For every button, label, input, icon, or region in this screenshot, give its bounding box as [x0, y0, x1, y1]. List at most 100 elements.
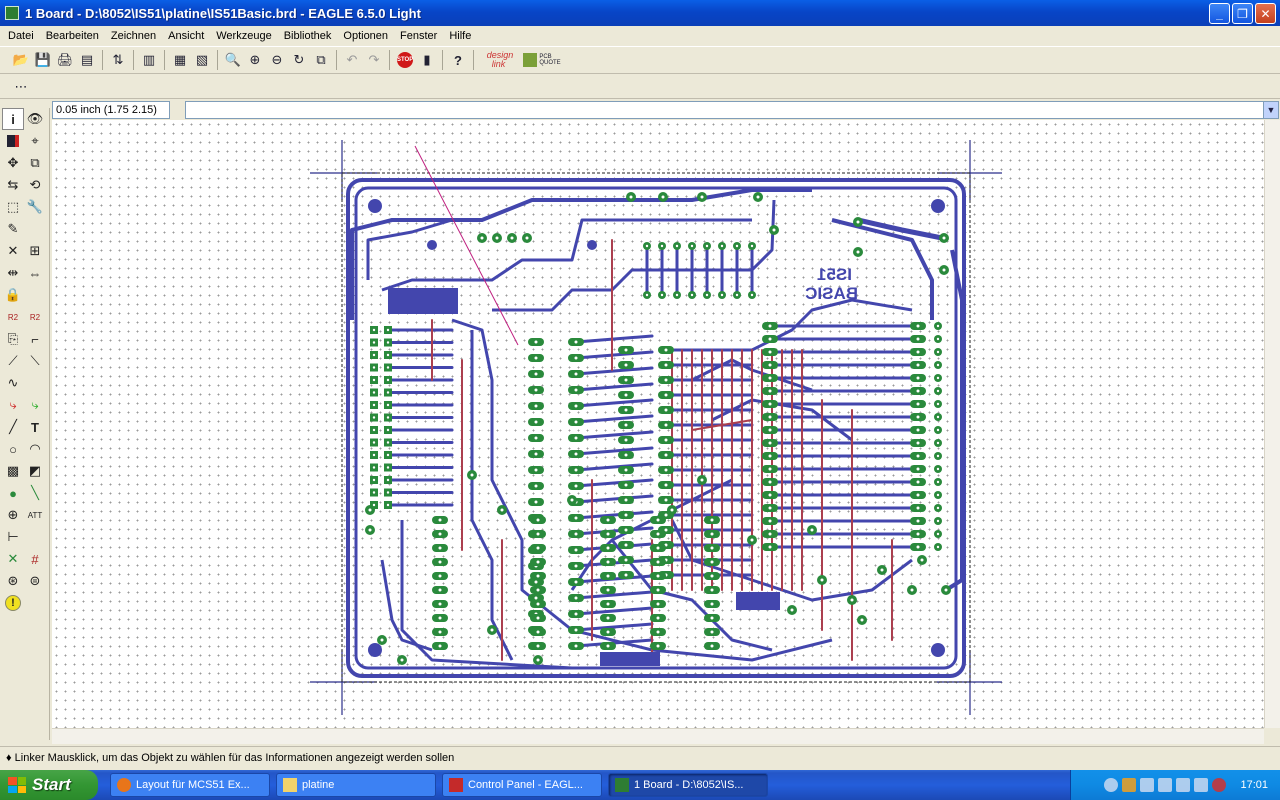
- vertical-scrollbar[interactable]: [1264, 120, 1280, 728]
- mark-icon[interactable]: ⌖: [31, 133, 39, 148]
- name-icon[interactable]: R2: [7, 312, 19, 322]
- menu-datei[interactable]: Datei: [8, 29, 34, 42]
- tray-network-icon[interactable]: [1176, 778, 1191, 792]
- polygon-icon[interactable]: ◩: [28, 463, 42, 478]
- replace-icon[interactable]: ⇹: [7, 265, 19, 280]
- show-icon[interactable]: 👁: [26, 111, 44, 126]
- delete-icon[interactable]: ✕: [7, 243, 19, 258]
- board-label-line1: IS51: [817, 265, 852, 284]
- board-label-line2: BASIC: [805, 284, 858, 303]
- close-button[interactable]: ✕: [1255, 3, 1276, 24]
- wire-icon[interactable]: ╱: [9, 419, 17, 434]
- ulp-icon[interactable]: ▧: [195, 52, 209, 67]
- start-label: Start: [32, 775, 71, 794]
- menu-bearbeiten[interactable]: Bearbeiten: [45, 29, 99, 42]
- change-icon[interactable]: 🔧: [26, 199, 44, 214]
- open-icon[interactable]: 📂: [12, 52, 30, 67]
- arc-icon[interactable]: ◠: [29, 441, 41, 456]
- taskbar-item-folder[interactable]: platine: [276, 773, 436, 797]
- undo-icon[interactable]: ↶: [346, 52, 358, 67]
- zoom-select-icon[interactable]: ⧉: [316, 52, 326, 67]
- board-canvas[interactable]: IS51 BASIC: [52, 120, 1264, 728]
- zoom-out-icon[interactable]: ⊖: [271, 52, 283, 67]
- copy-icon[interactable]: ⧉: [30, 155, 40, 170]
- split-icon[interactable]: ⟋: [8, 353, 18, 368]
- menu-optionen[interactable]: Optionen: [343, 29, 389, 42]
- paste-icon[interactable]: ✎: [7, 221, 19, 236]
- script-icon[interactable]: ▦: [173, 52, 187, 67]
- menu-ansicht[interactable]: Ansicht: [168, 29, 205, 42]
- cam-icon[interactable]: ▤: [80, 52, 94, 67]
- redraw-icon[interactable]: ↻: [293, 52, 305, 67]
- errors-icon[interactable]: ⊜: [29, 573, 41, 588]
- taskbar-item-board[interactable]: 1 Board - D:\8052\IS...: [608, 773, 768, 797]
- menu-bibliothek[interactable]: Bibliothek: [283, 29, 332, 42]
- signal-icon[interactable]: ╲: [31, 485, 39, 500]
- pinswap-icon[interactable]: ⇔: [28, 265, 42, 281]
- drc-icon[interactable]: ⊛: [7, 573, 19, 588]
- taskbar-item-control-panel[interactable]: Control Panel - EAGL...: [442, 773, 602, 797]
- menu-zeichnen[interactable]: Zeichnen: [110, 29, 157, 42]
- attribute-icon[interactable]: ATT: [27, 510, 43, 520]
- meander-icon[interactable]: ∿: [7, 375, 19, 390]
- route-icon[interactable]: ⤷: [9, 397, 17, 412]
- design-link-icon[interactable]: design link: [486, 50, 514, 69]
- mirror-icon[interactable]: ⇆: [7, 177, 19, 192]
- board-icon: [615, 778, 629, 792]
- redo-icon[interactable]: ↷: [368, 52, 380, 67]
- move-icon[interactable]: ✥: [7, 155, 19, 170]
- hole-icon[interactable]: ⊕: [7, 507, 19, 522]
- tray-expand-icon[interactable]: [1104, 778, 1119, 792]
- grid-icon[interactable]: ⋯: [14, 78, 28, 94]
- stop-icon[interactable]: STOP: [394, 49, 416, 71]
- folder-icon: [283, 778, 297, 792]
- menu-fenster[interactable]: Fenster: [400, 29, 438, 42]
- optimize-icon[interactable]: ⟍: [30, 353, 40, 368]
- switch-schematic-icon[interactable]: ⇅: [112, 52, 124, 67]
- tool-palette: i 👁 ⌖ ✥ ⧉ ⇆ ⟲ ⬚ 🔧 ✎ ✕ ⊞ ⇹ ⇔ 🔒 R2 R2 ⎘ ⌐ …: [0, 108, 50, 740]
- taskbar-item-firefox[interactable]: Layout für MCS51 Ex...: [110, 773, 270, 797]
- menu-werkzeuge[interactable]: Werkzeuge: [216, 29, 272, 42]
- via-icon[interactable]: ●: [9, 485, 17, 501]
- lock-icon[interactable]: 🔒: [4, 287, 22, 302]
- tray-security-icon[interactable]: [1212, 778, 1227, 792]
- start-button[interactable]: Start: [0, 770, 98, 800]
- board-outline: [341, 172, 971, 683]
- save-icon[interactable]: 💾: [34, 52, 52, 67]
- help-icon[interactable]: ?: [454, 52, 462, 68]
- dimension-icon[interactable]: ⊢: [7, 529, 19, 544]
- smash-icon[interactable]: ⎘: [7, 331, 19, 346]
- warning-icon[interactable]: !: [2, 592, 24, 614]
- tray-volume-icon[interactable]: [1194, 778, 1209, 792]
- zoom-in-icon[interactable]: ⊕: [249, 52, 261, 67]
- firefox-icon: [117, 778, 131, 792]
- info-icon[interactable]: i: [2, 108, 24, 130]
- zoom-fit-icon[interactable]: 🔍: [224, 52, 242, 67]
- command-input[interactable]: [185, 101, 1264, 119]
- library-icon[interactable]: ▥: [142, 52, 156, 67]
- tray-app-icon-1[interactable]: [1122, 778, 1137, 792]
- layer-display-icon[interactable]: [2, 130, 24, 152]
- value-icon[interactable]: R2: [29, 312, 41, 322]
- circle-icon[interactable]: ○: [9, 441, 17, 457]
- minimize-button[interactable]: _: [1209, 3, 1230, 24]
- command-history-dropdown[interactable]: ▼: [1263, 101, 1279, 119]
- go-icon[interactable]: ▮: [423, 52, 431, 67]
- add-icon[interactable]: ⊞: [29, 243, 41, 258]
- tray-app-icon-2[interactable]: [1140, 778, 1155, 792]
- ripup-icon[interactable]: ⤷: [31, 397, 39, 412]
- horizontal-scrollbar[interactable]: [52, 728, 1264, 744]
- miter-icon[interactable]: ⌐: [31, 331, 39, 347]
- rect-icon[interactable]: ▩: [6, 463, 20, 478]
- menu-hilfe[interactable]: Hilfe: [449, 29, 472, 42]
- tray-app-icon-3[interactable]: [1158, 778, 1173, 792]
- eagle-app-icon[interactable]: [5, 6, 19, 20]
- print-icon[interactable]: 🖨: [56, 52, 74, 67]
- ratsnest-icon[interactable]: ✕: [7, 551, 19, 566]
- rotate-icon[interactable]: ⟲: [29, 177, 41, 192]
- autorouter-icon[interactable]: #: [31, 551, 39, 567]
- text-icon[interactable]: T: [31, 419, 39, 435]
- group-icon[interactable]: ⬚: [6, 199, 20, 214]
- maximize-button[interactable]: ❐: [1232, 3, 1253, 24]
